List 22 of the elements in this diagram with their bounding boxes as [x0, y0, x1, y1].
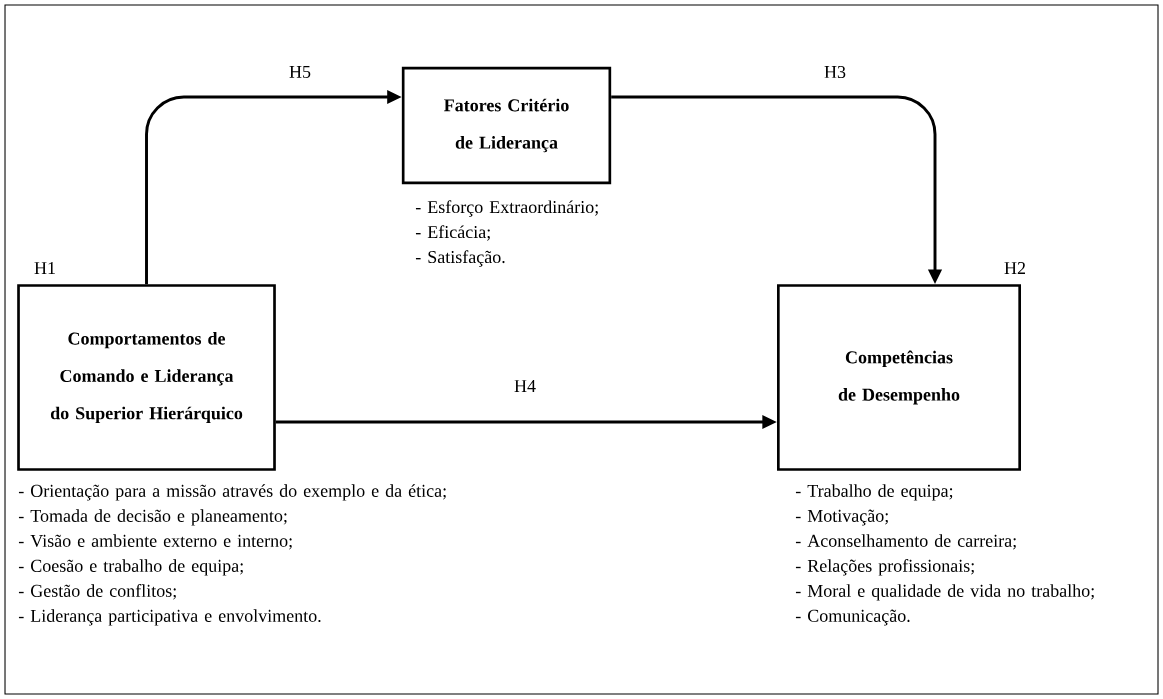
node-label: - Trabalho de equipa;: [795, 484, 953, 501]
bullet-list: - Esforço Extraordinário; - Eficácia; - Satisfação.: [415, 200, 598, 267]
node-label: - Motivação;: [795, 509, 888, 526]
concept-box: Fatores Critério de Liderança: [401, 66, 612, 185]
bullet-list: - Trabalho de equipa; - Motivação; - Aconselhamento de carreira; - Relações profissionais; - Moral e qualidade de vida no trabalho; - Comunicação.: [795, 484, 1094, 626]
node-label: - Gestão de conflitos;: [18, 584, 176, 600]
edge-label: H5: [287, 64, 313, 80]
node-label: - Visão e ambiente externo e interno;: [18, 534, 292, 550]
node-label: - Comunicação.: [795, 609, 910, 626]
concept-box: Competências de Desempenho: [777, 284, 1021, 471]
node-label: - Moral e qualidade de vida no trabalho;: [795, 584, 1094, 601]
node-label: - Orientação para a missão através do exemplo e da ética;: [18, 484, 446, 501]
edge-label: H3: [822, 64, 848, 80]
node-label: - Coesão e trabalho de equipa;: [18, 559, 243, 576]
hypothesis-label: H2: [1004, 262, 1025, 274]
node-label: - Aconselhamento de carreira;: [795, 534, 1016, 550]
node-label: - Tomada de decisão e planeamento;: [18, 509, 287, 526]
edge-label: H4: [512, 378, 538, 394]
bullet-list: - Orientação para a missão através do exemplo e da ética; - Tomada de decisão e planeamento; - Visão e ambiente externo e interno; - Coesão e trabalho de equipa; - Gestão de conflitos; - Liderança participativa e envolvimento.: [18, 484, 446, 626]
node-label: - Relações profissionais;: [795, 559, 974, 576]
concept-box: Comportamentos de Comando e Liderança do Superior Hierárquico: [17, 284, 276, 471]
node-label: - Liderança participativa e envolvimento.: [18, 609, 321, 626]
